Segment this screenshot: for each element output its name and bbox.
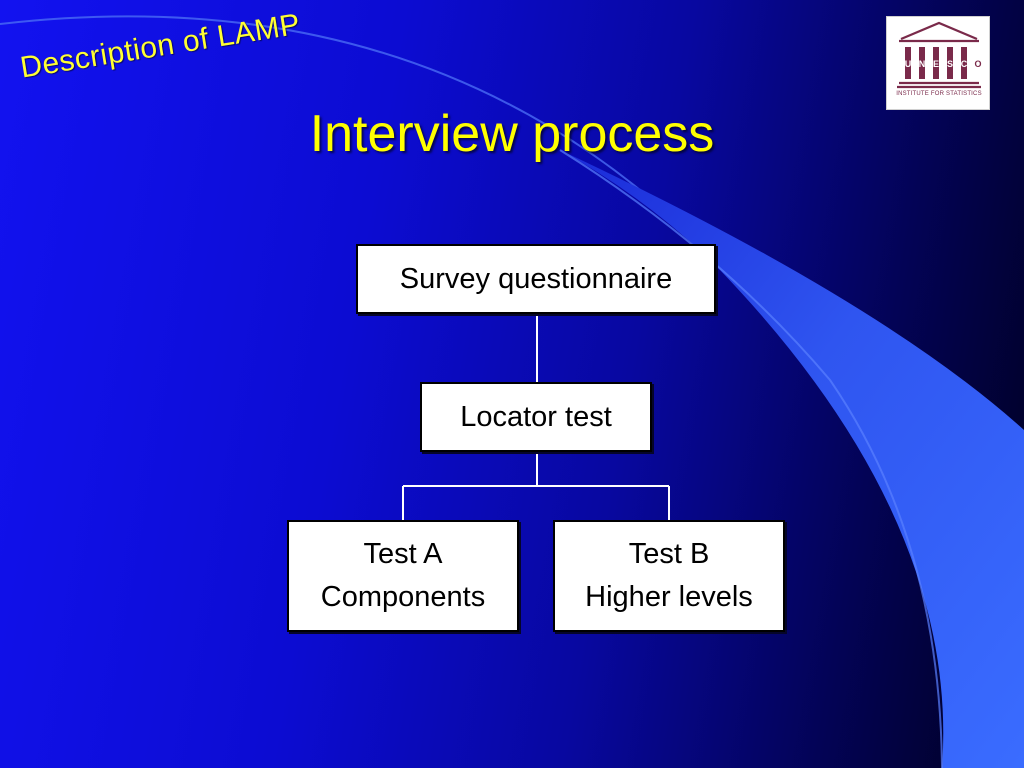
node-test-b: Test B Higher levels (553, 520, 785, 632)
node-test-a-subtitle: Components (320, 581, 486, 613)
svg-text:N: N (919, 59, 926, 69)
slide-title: Interview process (309, 105, 715, 163)
node-test-a: Test A Components (287, 520, 519, 632)
svg-text:C: C (961, 59, 968, 69)
logo-caption: INSTITUTE FOR STATISTICS (896, 91, 982, 97)
svg-text:S: S (947, 59, 953, 69)
node-locator-label: Locator test (460, 400, 612, 433)
temple-icon: U N E S C O (897, 21, 982, 89)
node-survey-label: Survey questionnaire (399, 262, 673, 295)
node-locator-test: Locator test (420, 382, 652, 452)
swoosh-band (560, 150, 1024, 768)
svg-text:E: E (933, 59, 939, 69)
svg-text:O: O (974, 59, 981, 69)
top-arc-line (0, 15, 641, 191)
node-test-b-title: Test B (628, 538, 710, 570)
node-test-b-subtitle: Higher levels (585, 581, 753, 613)
node-survey-questionnaire: Survey questionnaire (356, 244, 716, 314)
svg-text:U: U (905, 59, 912, 69)
swoosh-edge (559, 149, 943, 768)
node-test-a-title: Test A (363, 538, 443, 570)
unesco-logo: U N E S C O INSTITUTE FOR STATISTICS (886, 16, 990, 110)
